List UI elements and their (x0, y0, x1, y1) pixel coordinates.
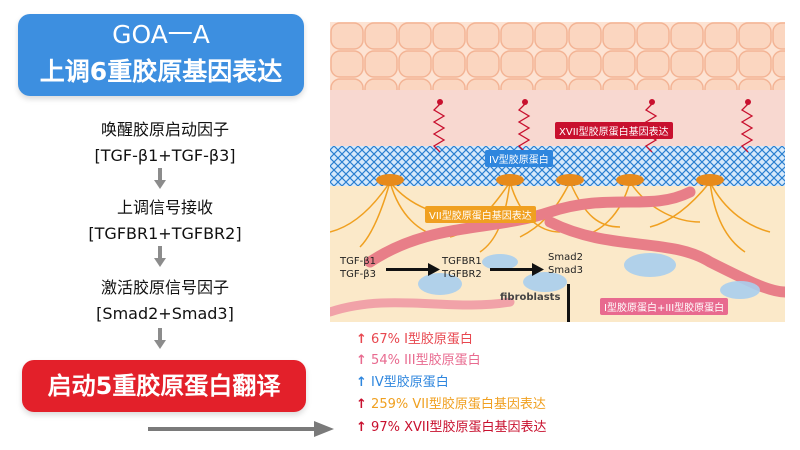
header-subtitle: 上调6重胶原基因表达 (39, 57, 283, 86)
step-1-factors: [TGF-β1+TGF-β3] (94, 146, 236, 165)
tgf-b3-label: TGF-β3 (340, 269, 376, 280)
result-label: IV型胶原蛋白 (371, 375, 449, 390)
result-value: 67% (371, 332, 400, 347)
header-box: GOA一A 上调6重胶原基因表达 (18, 14, 304, 96)
result-label: III型胶原蛋白 (404, 353, 481, 368)
step-3-factors: [Smad2+Smad3] (96, 304, 234, 323)
result-value: 97% (371, 420, 400, 435)
up-arrow-icon: ↑ (356, 397, 367, 412)
step-1-title: 唤醒胶原启动因子 (100, 120, 229, 139)
down-arrow-icon (154, 328, 166, 349)
down-arrow-icon (154, 246, 166, 267)
tgf-b1-label: TGF-β1 (340, 256, 376, 267)
result-value: 54% (371, 353, 400, 368)
skin-illustration: XVII型胶原蛋白基因表达 IV型胶原蛋白 VII型胶原蛋白基因表达 I型胶原蛋… (330, 22, 785, 322)
skin-layers-graphic (330, 22, 785, 322)
result-row: ↑ 97% XVII型胶原蛋白基因表达 (356, 419, 547, 437)
xvii-tag: XVII型胶原蛋白基因表达 (555, 122, 673, 139)
result-row: ↑ 67% I型胶原蛋白 (356, 331, 473, 349)
bottom-label-box: 启动5重胶原蛋白翻译 (22, 360, 306, 412)
result-value: 259% (371, 397, 409, 412)
vii-tag: VII型胶原蛋白基因表达 (425, 206, 536, 223)
result-row: ↑ 54% III型胶原蛋白 (356, 352, 481, 370)
smad2-label: Smad2 (548, 252, 583, 263)
header-title: GOA一A (112, 20, 210, 49)
up-arrow-icon: ↑ (356, 420, 367, 435)
result-label: VII型胶原蛋白基因表达 (412, 397, 546, 412)
result-label: XVII型胶原蛋白基因表达 (404, 420, 547, 435)
fibroblasts-label: fibroblasts (500, 292, 561, 303)
smad3-label: Smad3 (548, 265, 583, 276)
iv-tag: IV型胶原蛋白 (485, 150, 553, 167)
step-2-factors: [TGFBR1+TGFBR2] (88, 224, 242, 243)
result-label: I型胶原蛋白 (404, 332, 473, 347)
up-arrow-icon: ↑ (356, 375, 367, 390)
result-row: ↑ IV型胶原蛋白 (356, 374, 449, 392)
tgfbr1-label: TGFBR1 (442, 256, 482, 267)
down-arrow-icon (154, 168, 166, 189)
step-2-title: 上调信号接收 (116, 198, 213, 217)
up-arrow-icon: ↑ (356, 353, 367, 368)
i-iii-tag: I型胶原蛋白+III型胶原蛋白 (600, 298, 729, 315)
right-arrow-icon (148, 421, 334, 437)
step-3-title: 激活胶原信号因子 (100, 278, 229, 297)
result-row: ↑ 259% VII型胶原蛋白基因表达 (356, 396, 546, 414)
tgfbr2-label: TGFBR2 (442, 269, 482, 280)
up-arrow-icon: ↑ (356, 332, 367, 347)
